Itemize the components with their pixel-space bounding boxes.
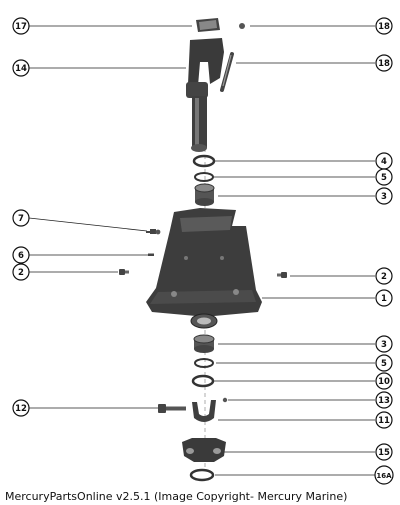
callout-10: 10	[375, 372, 393, 390]
callout-2-left-label: 2	[18, 268, 24, 278]
callout-3-lower-label: 3	[381, 340, 387, 350]
callout-15-label: 15	[378, 448, 390, 458]
callout-2-right-label: 2	[381, 272, 387, 282]
callout-17: 17	[12, 17, 30, 35]
callout-12-label: 12	[15, 404, 27, 414]
callout-5-lower: 5	[375, 354, 393, 372]
callout-18-pin-label: 18	[378, 59, 390, 69]
part-11-clip	[192, 400, 216, 422]
callout-11: 11	[375, 411, 393, 429]
callout-18-pin: 18	[375, 54, 393, 72]
callout-7-label: 7	[18, 214, 24, 224]
part-2-screw-right	[277, 272, 287, 278]
callout-16a: 16A	[374, 465, 394, 485]
callout-15: 15	[375, 443, 393, 461]
part-2-screw-left	[119, 269, 129, 275]
callout-2-right: 2	[375, 267, 393, 285]
callout-16a-label: 16A	[376, 472, 392, 480]
callout-5-lower-label: 5	[381, 359, 387, 369]
part-17-block	[196, 18, 220, 32]
callout-6: 6	[12, 246, 30, 264]
part-12-bolt	[158, 404, 186, 413]
callout-2-left: 2	[12, 263, 30, 281]
callout-4: 4	[375, 152, 393, 170]
callout-7: 7	[12, 209, 30, 227]
callout-14: 14	[12, 59, 30, 77]
part-10-washer	[191, 374, 215, 388]
part-5-ring-upper	[194, 172, 214, 182]
callout-1-label: 1	[381, 294, 387, 304]
callout-5-upper: 5	[375, 168, 393, 186]
part-4-washer	[192, 154, 216, 168]
callout-18-top: 18	[375, 17, 393, 35]
callout-3-lower: 3	[375, 335, 393, 353]
part-18-pin	[220, 52, 234, 92]
callout-11-label: 11	[378, 416, 390, 426]
part-14-swivel-arm	[186, 38, 224, 152]
part-6-pin	[148, 253, 154, 256]
part-15-block	[182, 438, 226, 462]
callout-10-label: 10	[378, 377, 390, 387]
callout-12: 12	[12, 399, 30, 417]
callout-3-upper: 3	[375, 187, 393, 205]
leader-lines	[28, 25, 375, 476]
callout-6-label: 6	[18, 251, 24, 261]
part-13-nut	[222, 397, 228, 403]
callout-13: 13	[375, 391, 393, 409]
image-caption: MercuryPartsOnline v2.5.1 (Image Copyrig…	[5, 490, 348, 503]
part-7-grease-fitting	[146, 229, 161, 235]
callout-4-label: 4	[381, 157, 387, 167]
callout-13-label: 13	[378, 396, 390, 406]
part-3-bushing-upper	[194, 183, 215, 206]
callout-18-top-label: 18	[378, 22, 390, 32]
callout-5-upper-label: 5	[381, 173, 387, 183]
part-18-ball	[239, 23, 245, 29]
part-1-swivel-bracket	[146, 208, 262, 329]
callout-1: 1	[375, 289, 393, 307]
part-16a-washer	[189, 468, 215, 482]
callout-14-label: 14	[15, 64, 27, 74]
callout-3-upper-label: 3	[381, 192, 387, 202]
part-3-bushing-lower	[193, 334, 215, 353]
callout-17-label: 17	[15, 22, 27, 32]
part-5-ring-lower	[194, 358, 214, 368]
